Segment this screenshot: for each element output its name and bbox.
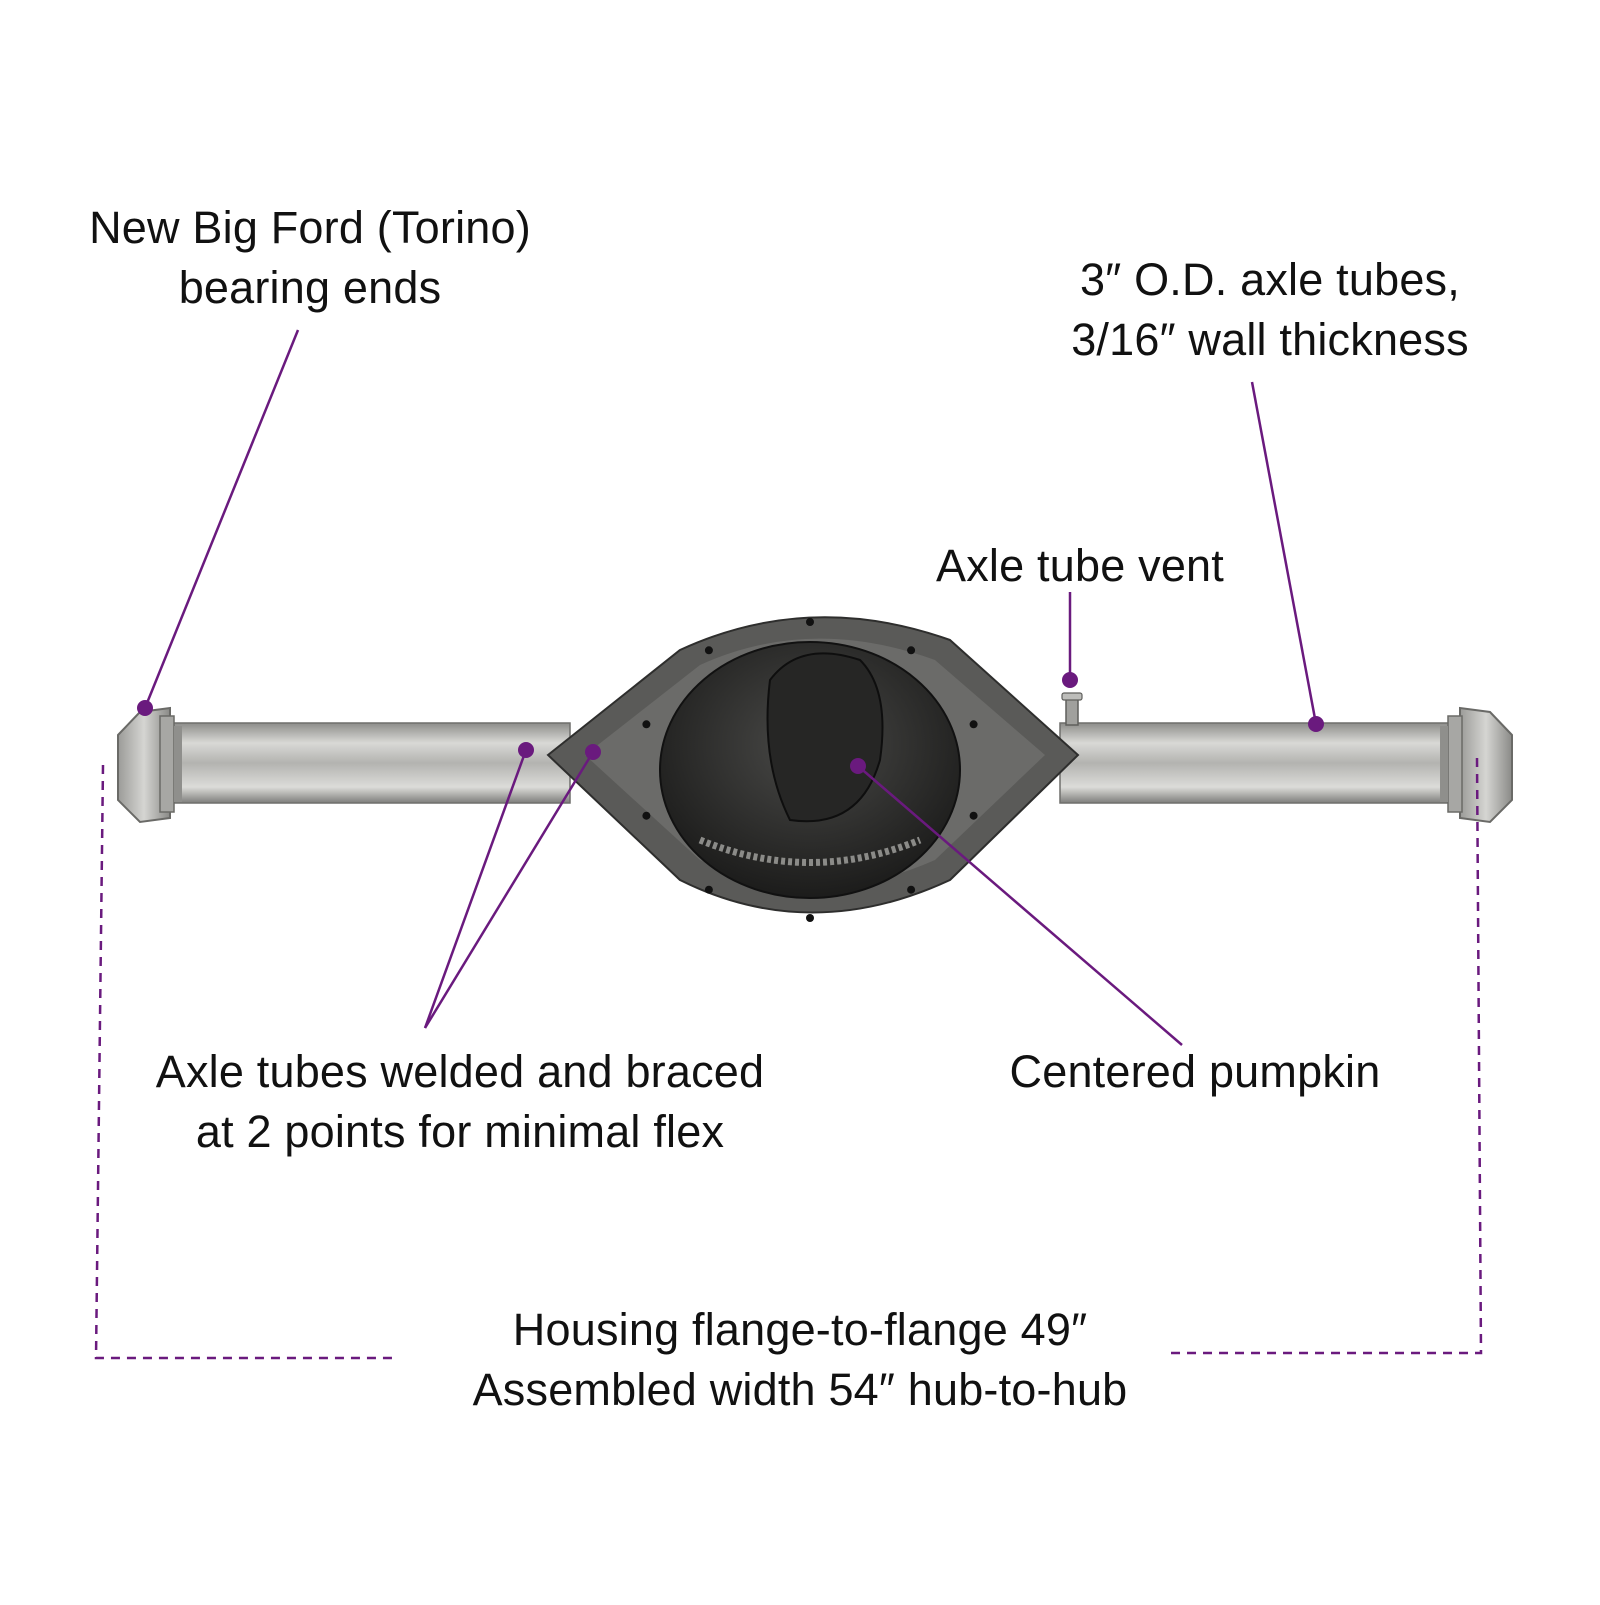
left-bearing-flange bbox=[117, 706, 182, 824]
bolt-hole bbox=[704, 646, 713, 655]
bolt-hole bbox=[642, 720, 651, 729]
pumpkin-dot bbox=[850, 758, 866, 774]
welded-dot-2 bbox=[585, 744, 601, 760]
bolt-hole bbox=[969, 811, 978, 820]
axle-tube-vent-fitting bbox=[1061, 692, 1083, 726]
bearing-ends-dot bbox=[137, 700, 153, 716]
housing-width-callout: Housing flange-to-flange 49″ Assembled w… bbox=[400, 1300, 1200, 1420]
bolt-hole bbox=[704, 885, 713, 894]
dimension-left-bracket bbox=[94, 764, 398, 1360]
axle-tubes-callout: 3″ O.D. axle tubes, 3/16″ wall thickness bbox=[1000, 250, 1540, 370]
bolt-hole bbox=[969, 720, 978, 729]
welded-dot-1 bbox=[518, 742, 534, 758]
axle-tube-vent-callout-line1: Axle tube vent bbox=[936, 540, 1224, 591]
bolt-hole bbox=[806, 618, 814, 626]
dimension-right-bracket bbox=[1165, 757, 1483, 1355]
vent-dot bbox=[1062, 672, 1078, 688]
axle-tubes-callout-line1: 3″ O.D. axle tubes, bbox=[1080, 254, 1460, 305]
axle-tubes-leader bbox=[1250, 381, 1318, 725]
housing-width-callout-line1: Housing flange-to-flange 49″ bbox=[512, 1304, 1088, 1355]
bolt-hole bbox=[907, 885, 916, 894]
welded-braced-callout: Axle tubes welded and braced at 2 points… bbox=[100, 1042, 820, 1162]
bearing-ends-callout: New Big Ford (Torino) bearing ends bbox=[40, 198, 580, 318]
bearing-ends-callout-line2: bearing ends bbox=[178, 262, 442, 313]
right-bearing-flange bbox=[1440, 706, 1513, 824]
housing-width-callout-line2: Assembled width 54″ hub-to-hub bbox=[472, 1364, 1128, 1415]
welded-leader-1 bbox=[423, 749, 528, 1029]
axle-tubes-callout-line2: 3/16″ wall thickness bbox=[1071, 314, 1469, 365]
bolt-hole bbox=[642, 811, 651, 820]
welded-braced-callout-line2: at 2 points for minimal flex bbox=[195, 1106, 725, 1157]
right-axle-tube bbox=[1059, 722, 1461, 804]
pumpkin-leader bbox=[857, 765, 1183, 1046]
centered-pumpkin-callout: Centered pumpkin bbox=[980, 1042, 1410, 1102]
bearing-ends-leader bbox=[143, 329, 300, 709]
width-dimension-bracket bbox=[94, 757, 1483, 1360]
left-axle-tube bbox=[149, 722, 571, 804]
leader-lines bbox=[137, 329, 1324, 1046]
bearing-ends-callout-line1: New Big Ford (Torino) bbox=[89, 202, 531, 253]
bolt-hole bbox=[907, 646, 916, 655]
centered-pumpkin-callout-line1: Centered pumpkin bbox=[1009, 1046, 1381, 1097]
axle-tubes-dot bbox=[1308, 716, 1324, 732]
bolt-hole bbox=[806, 914, 814, 922]
welded-braced-callout-line1: Axle tubes welded and braced bbox=[155, 1046, 765, 1097]
pumpkin-cavity bbox=[659, 641, 961, 899]
welded-leader-2 bbox=[423, 751, 595, 1029]
cover-bolt-holes bbox=[642, 618, 978, 922]
axle-tube-vent-callout: Axle tube vent bbox=[910, 536, 1250, 596]
